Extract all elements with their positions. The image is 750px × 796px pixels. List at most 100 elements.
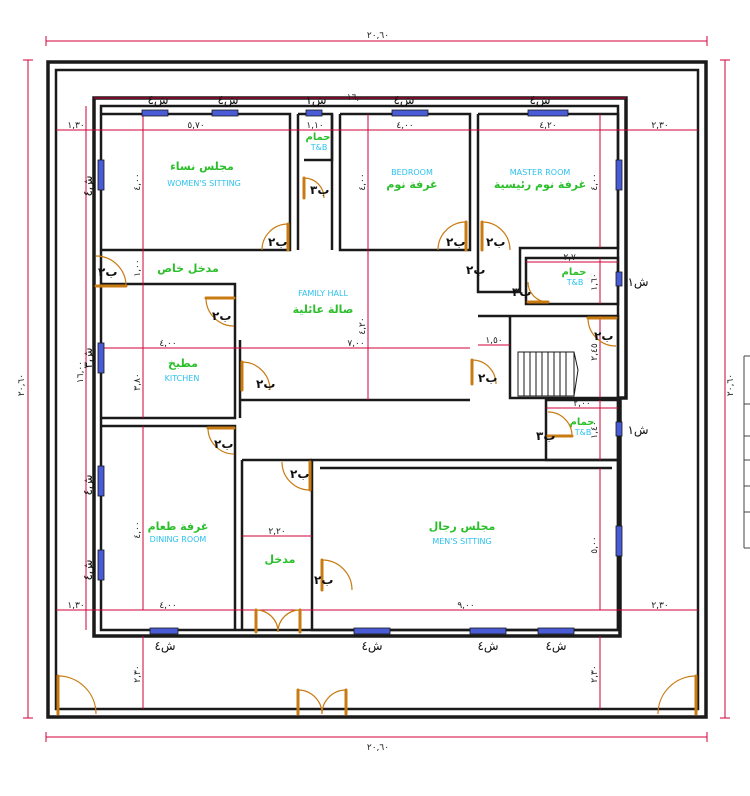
dim-dining-width: ٤,٠٠ <box>159 601 176 611</box>
dim-stair-width: ١,٥٠ <box>485 336 502 346</box>
window-tag: ش٤ <box>81 474 96 495</box>
dim-entry-width: ٢,٢٠ <box>268 527 285 537</box>
dim-men-width: ٩,٠٠ <box>457 601 474 611</box>
legend-table-fragment <box>743 355 750 549</box>
label-men-ar: مجلس رجال <box>429 520 496 533</box>
window-marker <box>615 525 623 557</box>
dim-overall-bottom: ٢٠,٦٠ <box>367 743 389 753</box>
door-tag: ب٢ <box>268 235 287 249</box>
label-bedroom-en: BEDROOM <box>391 168 433 177</box>
door-tag: ب٢ <box>256 377 275 391</box>
window-marker <box>97 465 105 497</box>
interior-dimensions: ١٦,٠٠ ١,٣٠ ٥,٧٠ ١,١٠ ٤,٠٠ ٤,٢٠ ٢,٣٠ ١,٣٠… <box>56 93 698 709</box>
window-tag: ش٤ <box>147 93 168 108</box>
dim-overall-left: ٢٠,٦٠ <box>17 374 27 396</box>
window-marker <box>615 421 623 437</box>
door-tag: ب٢ <box>466 263 485 277</box>
label-women-ar: مجلس نساء <box>170 160 234 173</box>
doors: ب٢ ب٣ ب٢ ب٢ ب٢ ب٣ ب٢ ب٢ ب٢ ب٢ <box>56 176 698 716</box>
dim-overall-top: ٢٠,٦٠ <box>367 31 389 41</box>
window-marker <box>615 159 623 191</box>
label-women-en: WOMEN'S SITTING <box>167 179 241 188</box>
window-marker <box>615 271 623 287</box>
dim-tb3-width: ٢,٠٠ <box>573 399 590 409</box>
window-marker <box>353 627 391 635</box>
door-tag: ب٢ <box>478 371 497 385</box>
dim-master-width: ٤,٢٠ <box>539 121 556 131</box>
label-kitchen-ar: مطبخ <box>168 357 198 370</box>
door-tag: ب٢ <box>98 265 117 279</box>
label-bedroom-ar: غرفة نوم <box>386 178 437 191</box>
dim-tb2-height: ١,٦٠ <box>590 273 600 290</box>
label-hall-ar: صالة عائلية <box>293 303 354 316</box>
label-kitchen-en: KITCHEN <box>165 374 200 383</box>
dim-men-height: ٥,٠٠ <box>590 536 600 553</box>
window-tag: ش٤ <box>393 93 414 108</box>
door-tag: ب٢ <box>594 329 613 343</box>
dim-inner-top: ١٦,٠٠ <box>347 93 369 103</box>
dim-tb3-height: ١,٤٠ <box>590 421 600 438</box>
dim-inner-left: ١٦,٠٠ <box>76 361 86 383</box>
window-tag: ش٣ <box>81 347 96 368</box>
door-tag: ب٣ <box>536 429 555 443</box>
window-tag: ش١ <box>627 423 648 438</box>
dim-setback-left-bottom: ١,٣٠ <box>67 601 84 611</box>
dim-master-height: ٤,٠٠ <box>590 173 600 190</box>
door-tag: ب٣ <box>512 285 531 299</box>
window-marker <box>305 109 323 117</box>
label-private-entry-ar: مدخل خاص <box>157 262 219 275</box>
door-tag: ب٢ <box>214 437 233 451</box>
door-tag: ب٢ <box>212 309 231 323</box>
dim-tb2-width: ٢,٧٠ <box>563 253 580 263</box>
window-marker <box>527 109 569 117</box>
dim-kitchen-width: ٤,٠٠ <box>159 339 176 349</box>
label-master-ar: غرفة نوم رئيسية <box>494 178 586 191</box>
dim-private-entry: ١,٠٠ <box>133 259 143 276</box>
window-marker <box>469 627 507 635</box>
door-tag: ب٢ <box>486 235 505 249</box>
label-men-en: MEN'S SITTING <box>432 537 491 546</box>
label-hall-en: FAMILY HALL <box>298 289 348 298</box>
window-tag: ش٤ <box>81 559 96 580</box>
door-tag: ب٢ <box>446 235 465 249</box>
window-marker <box>391 109 429 117</box>
dim-setback-left-top: ١,٣٠ <box>67 121 84 131</box>
room-labels: مجلس نساء WOMEN'S SITTING حمام T&B BEDRO… <box>148 132 595 566</box>
door-tag: ب٢ <box>290 467 309 481</box>
label-dining-en: DINING ROOM <box>150 535 207 544</box>
dim-front-left: ٢,٣٠ <box>133 665 143 682</box>
window-marker <box>141 109 169 117</box>
label-tb1-en: T&B <box>310 143 328 152</box>
dim-tb-width: ١,١٠ <box>306 121 323 131</box>
window-tag: ش١ <box>305 93 326 108</box>
window-tag: ش٤ <box>217 93 238 108</box>
overall-dimensions: ٢٠,٦٠ ٢٠,٦٠ ٢٠,٦٠ ٢٠,٦٠ <box>17 31 736 753</box>
dim-kitchen-height: ٣,٨٠ <box>133 373 143 390</box>
door-tag: ب٣ <box>310 183 329 197</box>
label-master-en: MASTER ROOM <box>510 168 571 177</box>
label-tb2-ar: حمام <box>562 267 587 278</box>
dim-overall-right: ٢٠,٦٠ <box>726 374 736 396</box>
window-marker <box>97 342 105 374</box>
staircase <box>517 351 579 397</box>
window-tag: ش١ <box>627 275 648 290</box>
window-marker <box>97 549 105 581</box>
dim-dining-height: ٤,٠٠ <box>133 521 143 538</box>
dim-front-right: ٢,٣٠ <box>590 665 600 682</box>
label-tb1-ar: حمام <box>306 132 331 143</box>
dim-setback-right-top: ٢,٣٠ <box>651 121 668 131</box>
dim-hall-height: ٤,٢٠ <box>358 317 368 334</box>
label-tb3-ar: حمام <box>570 417 595 428</box>
window-tag: ش٤ <box>529 93 550 108</box>
door-tag: ب٢ <box>314 573 333 587</box>
dim-stair-height: ٢,٤٥ <box>590 343 600 361</box>
label-tb3-en: T&B <box>574 428 592 437</box>
windows: ش٤ ش٤ ش١ ش٤ ش٤ ش٤ ش٣ ش٤ ش٤ ش١ ش١ ش٤ ش٤ ش… <box>81 93 649 654</box>
window-tag: ش٤ <box>81 175 96 196</box>
dim-hall-width: ٧,٠٠ <box>347 339 364 349</box>
window-tag: ش٤ <box>477 639 498 654</box>
dim-women-height: ٤,٠٠ <box>133 173 143 190</box>
dim-bedroom-height: ٤,٠٠ <box>358 173 368 190</box>
window-marker <box>211 109 239 117</box>
